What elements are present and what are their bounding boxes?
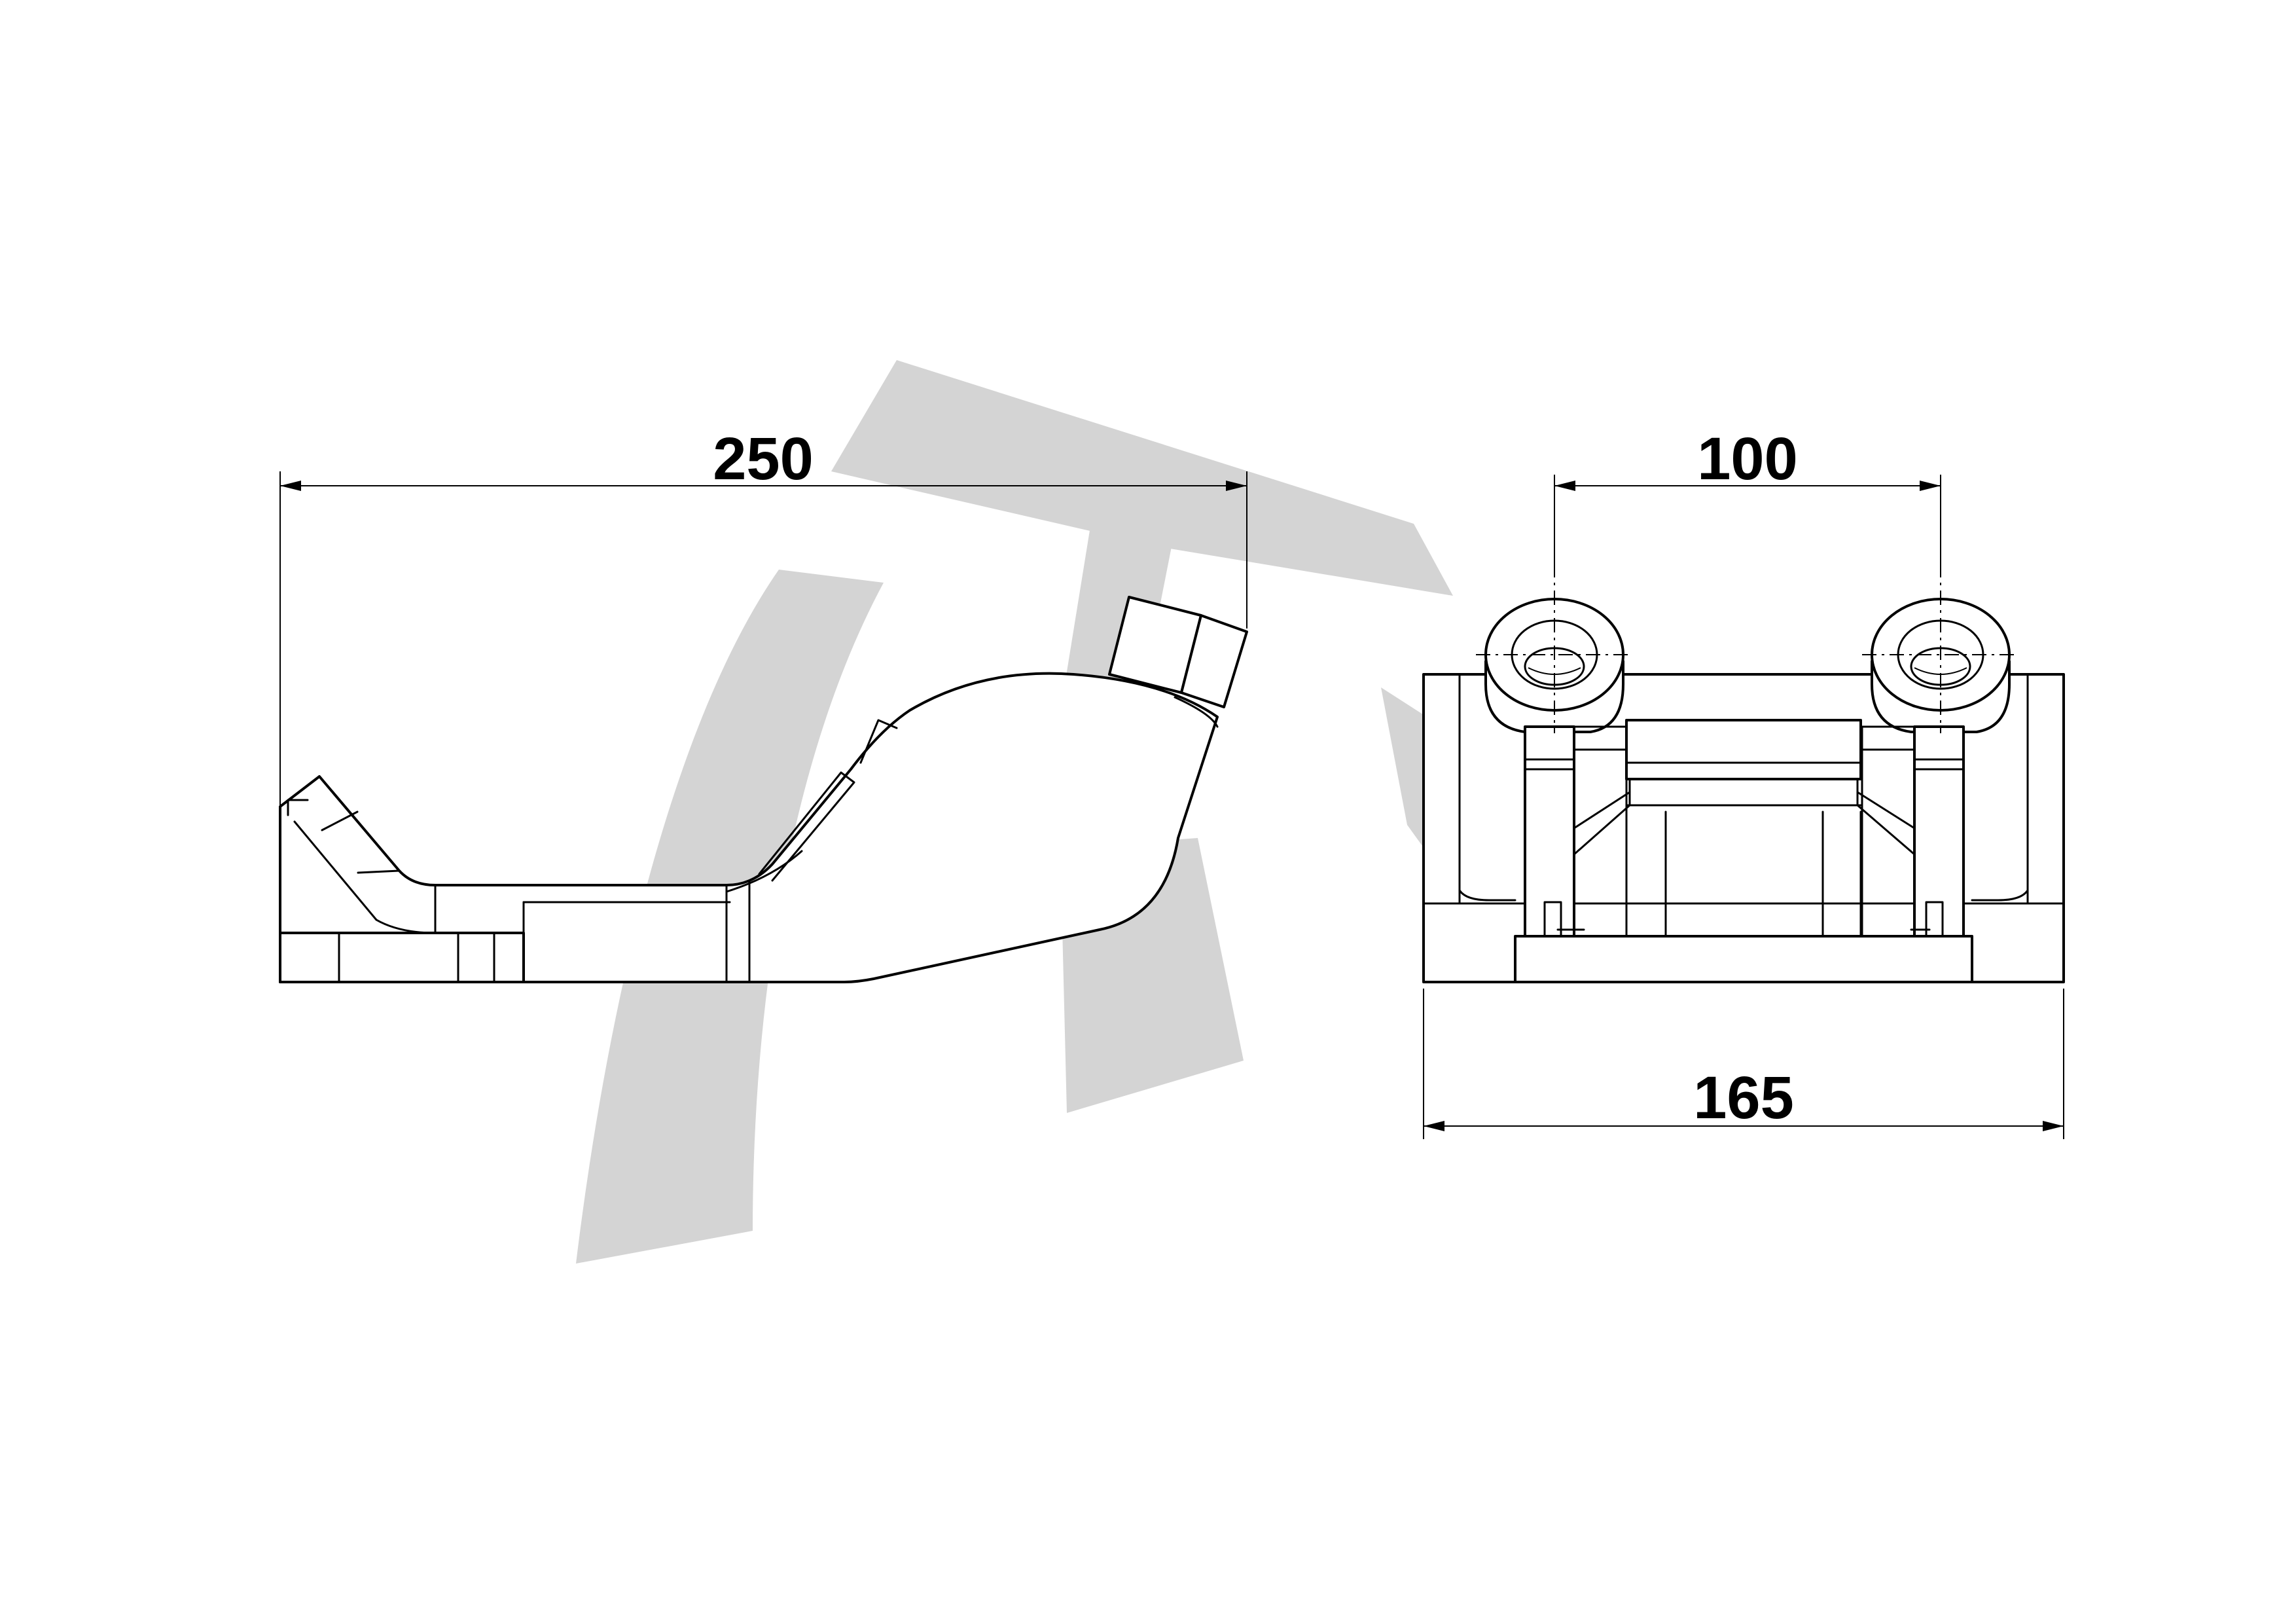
front-view: [1422, 563, 2065, 983]
dimension-label-165: 165: [1693, 1065, 1794, 1131]
front-view-center-roller: [1625, 719, 1862, 780]
side-view: [279, 596, 1248, 983]
front-view-left-column: [1524, 725, 1575, 938]
dimension-label-100: 100: [1697, 426, 1798, 492]
side-view-upright-block-b: [1180, 614, 1248, 708]
dimension-165: 165: [1423, 989, 2064, 1139]
front-view-base: [1514, 935, 1973, 983]
dimension-100: 100: [1554, 426, 1941, 563]
watermark-top-bar: [831, 360, 1453, 596]
dimension-label-250: 250: [713, 426, 814, 492]
dimension-250: 250: [279, 426, 1247, 930]
front-view-right-column: [1913, 725, 1965, 938]
side-view-base-plate: [279, 932, 525, 983]
side-view-body: [279, 672, 1219, 983]
